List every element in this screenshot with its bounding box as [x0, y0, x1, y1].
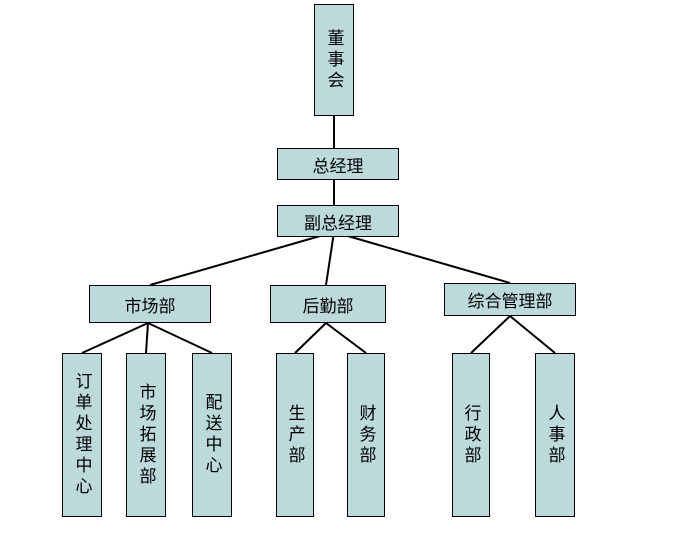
board-node: 董事会: [314, 4, 354, 116]
executive-dept-node: 行政部: [452, 353, 490, 517]
line-market-delivery: [147, 322, 213, 354]
production-dept-node: 生产部: [276, 353, 314, 517]
delivery-center-node: 配送中心: [192, 353, 232, 517]
line-market-expand: [145, 322, 149, 354]
line-market-order: [81, 322, 149, 354]
hr-dept-node: 人事部: [535, 353, 575, 517]
line-logistics-production: [294, 322, 327, 354]
line-dgm-logistics: [325, 231, 335, 286]
dgm-node: 副总经理: [277, 205, 399, 237]
line-admin-hr: [509, 315, 556, 354]
admin-dept-node: 综合管理部: [444, 283, 576, 316]
line-dgm-market: [149, 231, 335, 286]
line-admin-executive: [470, 315, 511, 354]
market-expansion-node: 市场拓展部: [126, 353, 166, 517]
finance-dept-node: 财务部: [347, 353, 385, 517]
market-dept-node: 市场部: [89, 285, 211, 323]
gm-node: 总经理: [277, 148, 399, 180]
logistics-dept-node: 后勤部: [270, 285, 386, 323]
line-dgm-admin: [333, 231, 511, 284]
order-center-node: 订单处理中心: [62, 353, 102, 517]
line-logistics-finance: [325, 322, 367, 354]
